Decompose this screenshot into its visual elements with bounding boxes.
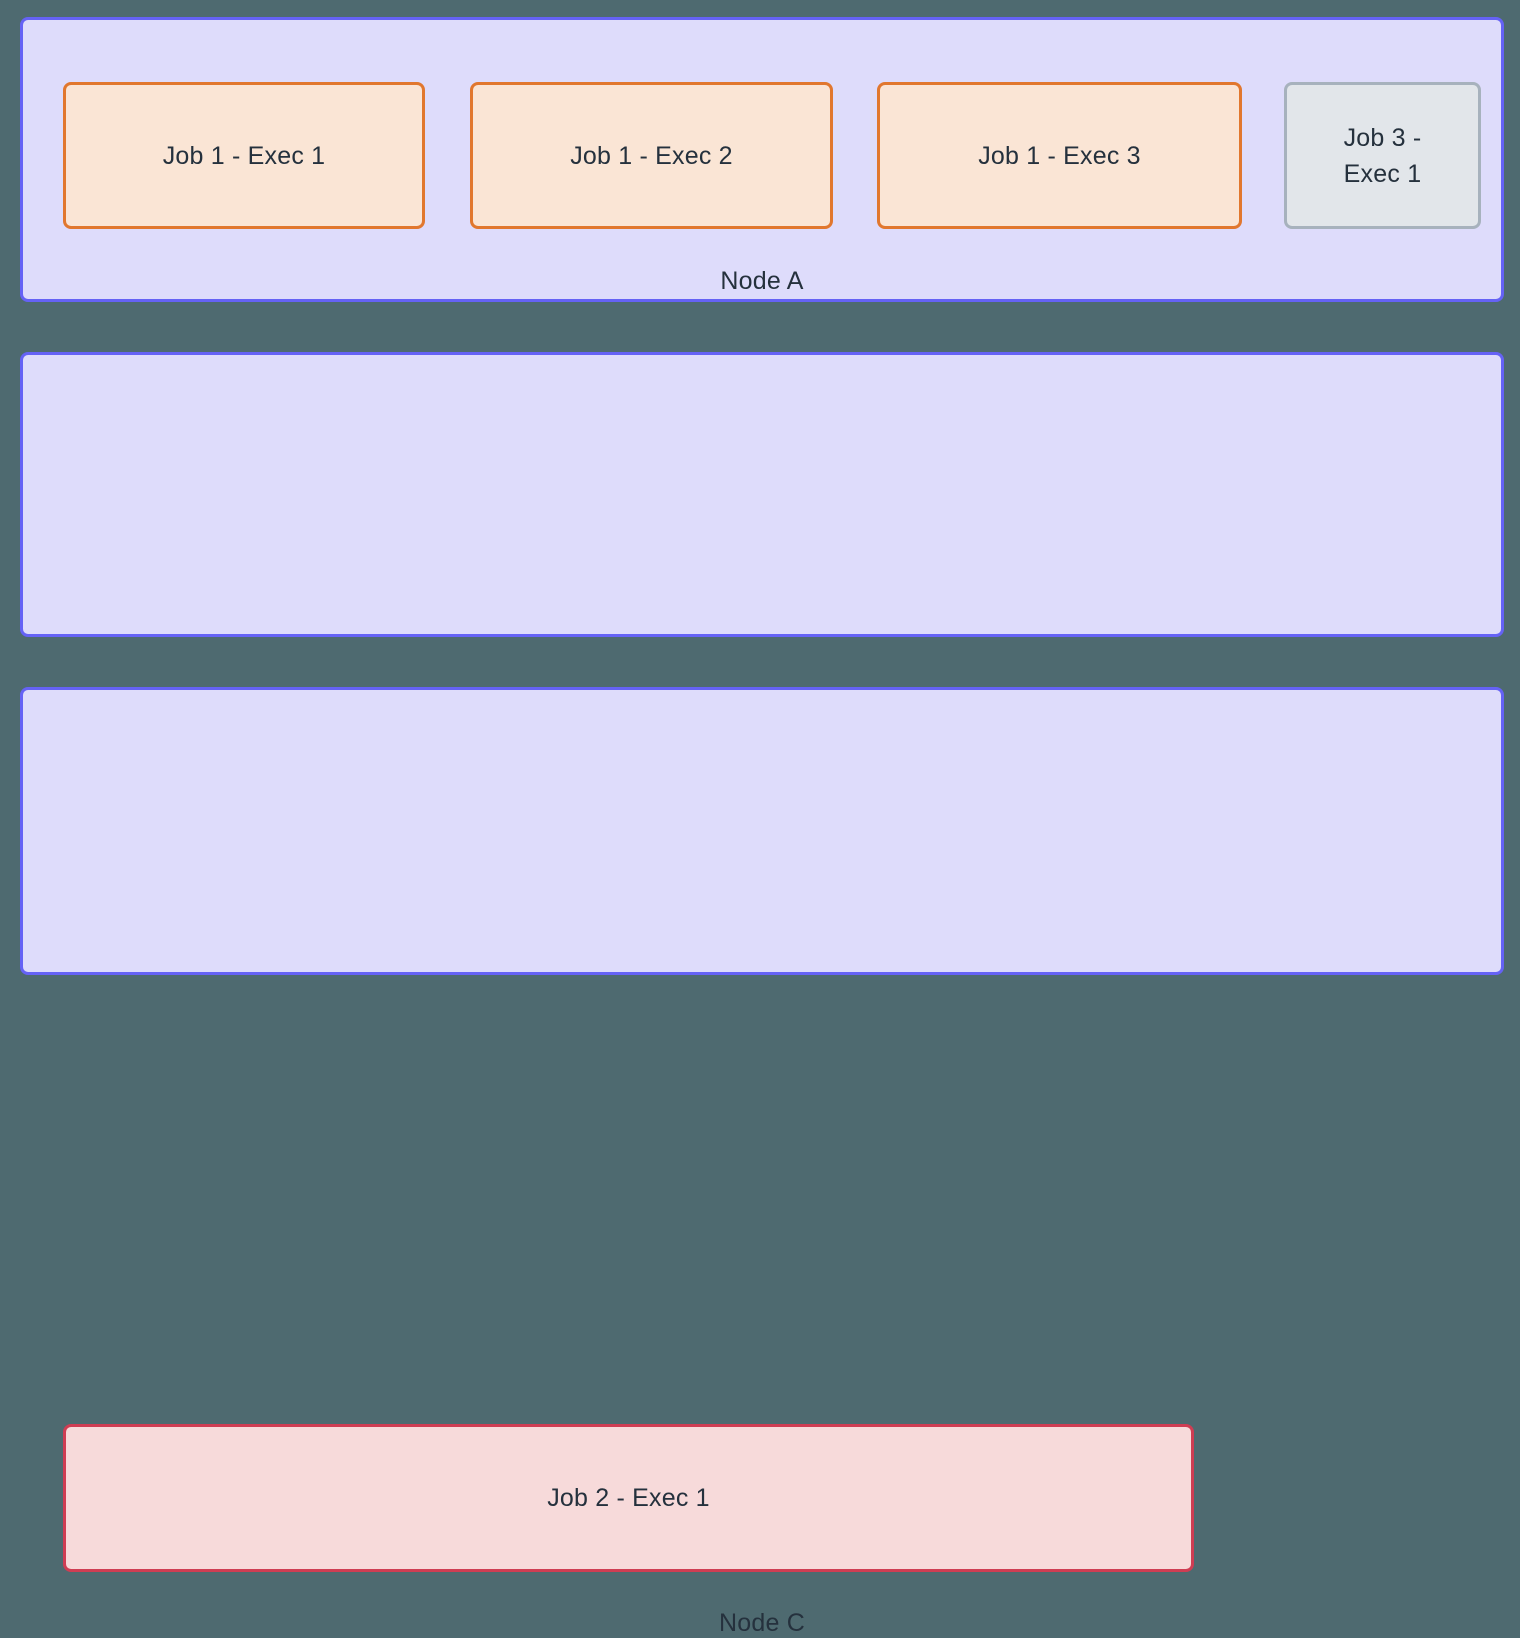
- node-label-a: Node A: [720, 267, 804, 295]
- task-box-job1-exec3[interactable]: Job 1 - Exec 3: [877, 82, 1242, 229]
- node-container-a: Job 1 - Exec 1 Job 1 - Exec 2 Job 1 - Ex…: [20, 17, 1504, 302]
- node-label-c: Node C: [719, 1609, 805, 1637]
- task-box-job1-exec1[interactable]: Job 1 - Exec 1: [63, 82, 425, 229]
- task-box-label: Job 3 - Exec 1: [1343, 123, 1422, 188]
- node-container-b: Job 1 - Exec 4 Job 3 - Exec 2 Job 3 - Ex…: [20, 352, 1504, 966]
- node-container-c: Job 2 - Exec 1 Node C: [20, 687, 1504, 1637]
- diagram-canvas: Job 1 - Exec 1 Job 1 - Exec 2 Job 1 - Ex…: [20, 17, 1504, 1637]
- task-box-label: Job 1 - Exec 1: [162, 141, 326, 170]
- task-box-job1-exec2[interactable]: Job 1 - Exec 2: [470, 82, 833, 229]
- task-box-label: Job 1 - Exec 3: [978, 141, 1141, 170]
- task-box-job2-exec1[interactable]: Job 2 - Exec 1: [63, 1424, 1194, 1572]
- task-box-label: Job 1 - Exec 2: [570, 141, 733, 170]
- task-box-job3-exec1[interactable]: Job 3 - Exec 1: [1284, 82, 1481, 229]
- task-box-label: Job 2 - Exec 1: [547, 1484, 710, 1512]
